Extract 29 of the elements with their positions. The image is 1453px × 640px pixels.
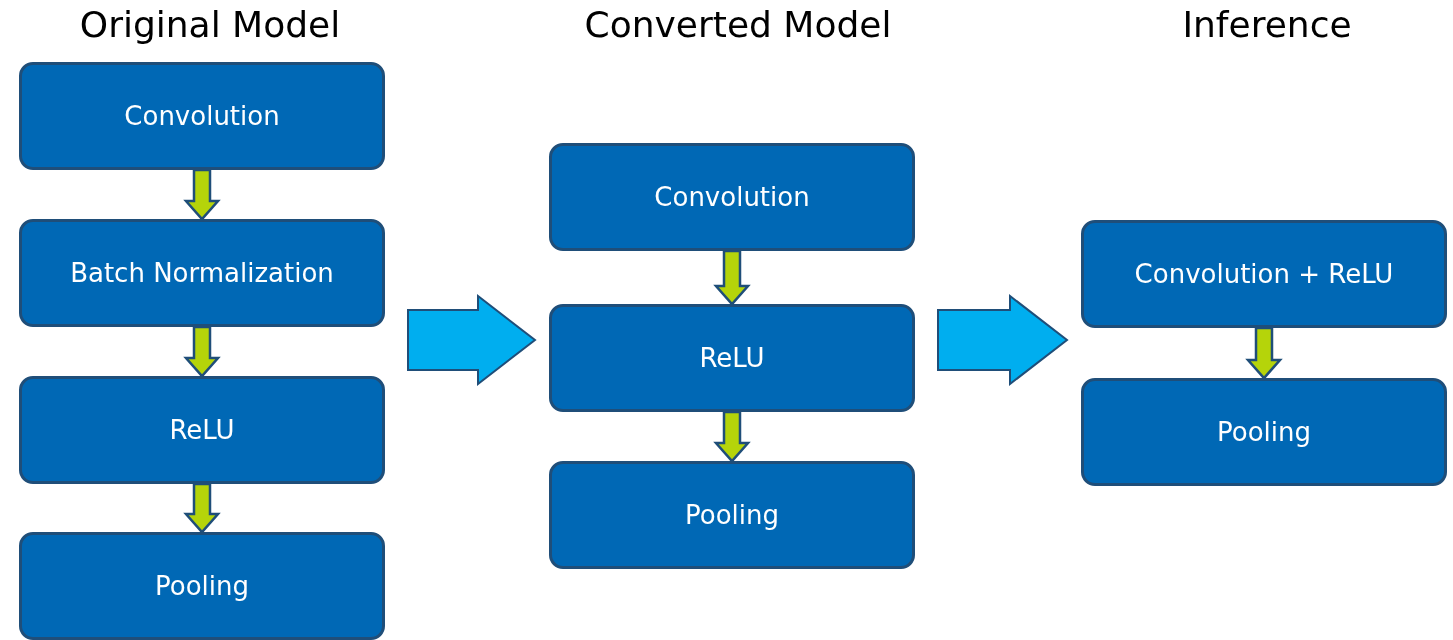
arrow: [183, 168, 221, 221]
box-label: Pooling: [685, 500, 779, 530]
arrow: [183, 325, 221, 378]
column-heading: Converted Model: [584, 4, 892, 45]
process-box: [19, 532, 385, 640]
process-box: [19, 62, 385, 170]
arrow: [937, 293, 1069, 387]
box-label: Convolution + ReLU: [1134, 259, 1394, 289]
process-box: [19, 376, 385, 484]
process-box: [549, 304, 915, 412]
arrow: [713, 249, 751, 306]
box-label: ReLU: [699, 343, 765, 373]
column-heading: Original Model: [79, 4, 341, 45]
arrow: [407, 293, 537, 387]
arrow: [183, 482, 221, 534]
box-label: Batch Normalization: [70, 258, 334, 288]
box-label: Pooling: [155, 571, 249, 601]
process-box: [1081, 220, 1447, 328]
process-box: [1081, 378, 1447, 486]
process-box: [549, 461, 915, 569]
box-label: ReLU: [169, 415, 235, 445]
box-label: Pooling: [1217, 417, 1311, 447]
process-box: [549, 143, 915, 251]
box-label: Convolution: [654, 182, 810, 212]
arrow: [713, 410, 751, 463]
process-box: [19, 219, 385, 327]
box-label: Convolution: [124, 101, 280, 131]
column-heading: Inference: [1182, 4, 1352, 45]
arrow: [1245, 326, 1283, 380]
